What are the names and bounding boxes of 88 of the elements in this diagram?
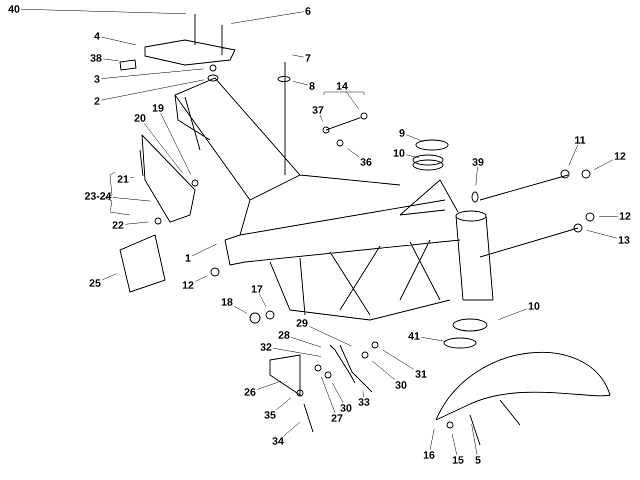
leader-line [406,134,424,142]
callout-number: 30 [340,404,352,412]
callout-number: 11 [575,136,586,144]
leader-line [273,348,322,357]
callout-number: 37 [312,106,324,114]
leader-line [421,337,446,342]
callout-number: 33 [358,398,370,406]
leader-line [498,308,527,320]
callout-number: 20 [134,114,146,122]
leader-line [292,54,304,58]
bracket-leader [104,172,151,216]
leader-line [144,122,183,173]
callout-number: 10 [394,149,404,157]
leader-line [21,8,186,14]
leader-line [130,177,134,178]
callout-number: 35 [264,411,276,419]
leader-line [160,112,192,175]
callout-number: 10 [528,302,540,310]
leader-line [320,114,323,122]
leader-line [291,337,322,348]
callout-number: 41 [408,332,420,340]
callout-number: 29 [296,319,308,327]
leader-line [276,398,292,410]
callout-number: 9 [399,129,405,137]
callout-number: 27 [332,414,342,422]
leader-line [257,380,282,390]
leader-line [372,360,396,380]
callout-number: 7 [306,54,310,62]
leader-line [476,166,478,186]
callout-number: 28 [278,331,290,339]
callout-number: 4 [94,32,100,40]
leader-line [599,216,618,217]
callout-number: 36 [360,158,372,166]
leader-line [195,276,207,282]
leader-line [321,376,336,414]
leader-line [101,80,204,100]
callout-number: 31 [415,370,427,378]
leader-line [292,81,308,86]
callout-number: 2 [94,97,100,105]
callout-number: 12 [614,152,626,160]
leader-line [234,306,248,314]
leader-line [192,244,217,256]
callout-number: 21 [118,175,129,183]
callout-number: 16 [424,451,434,459]
leader-line [103,58,119,62]
callout-number: 14 [336,82,348,90]
leader-line [568,144,578,166]
callout-number: 6 [305,7,311,15]
leader-line [332,382,344,404]
leader-line [382,350,414,370]
callout-number: 3 [94,75,100,83]
callout-number: 19 [152,104,164,112]
leader-line [259,294,266,307]
leader-line [284,422,300,436]
callout-number: 17 [252,285,262,293]
callout-number: 18 [222,298,233,306]
callout-number: 8 [309,82,315,90]
callout-number: 30 [395,381,406,389]
leader-line [406,154,420,158]
leader-line [430,428,434,450]
leader-line [452,434,458,456]
leader-line [101,36,136,46]
callout-number: 13 [618,236,630,244]
leader-line [594,160,613,170]
leader-line [362,391,364,398]
callout-number: 25 [90,279,101,287]
callout-number: 39 [472,158,484,166]
callout-number: 12 [620,212,630,220]
leader-line [230,11,304,24]
callout-number: 26 [244,388,256,396]
leader-line [101,68,204,79]
callout-number: 23-24 [84,192,112,200]
leader-line [309,326,352,346]
callout-number: 12 [182,281,194,289]
callout-number: 40 [8,5,20,13]
bracket-leader [324,90,364,109]
callout-number: 38 [90,54,102,62]
callout-number: 32 [260,343,272,351]
callout-number: 15 [452,456,464,464]
leader-line [125,222,149,225]
leader-line [586,230,617,238]
leader-line [347,148,360,158]
leader-line [471,424,478,456]
callout-number: 1 [186,254,191,262]
callout-number: 34 [272,437,284,445]
leader-line [102,273,117,280]
callout-number: 22 [112,221,124,229]
callout-number: 5 [475,456,481,464]
